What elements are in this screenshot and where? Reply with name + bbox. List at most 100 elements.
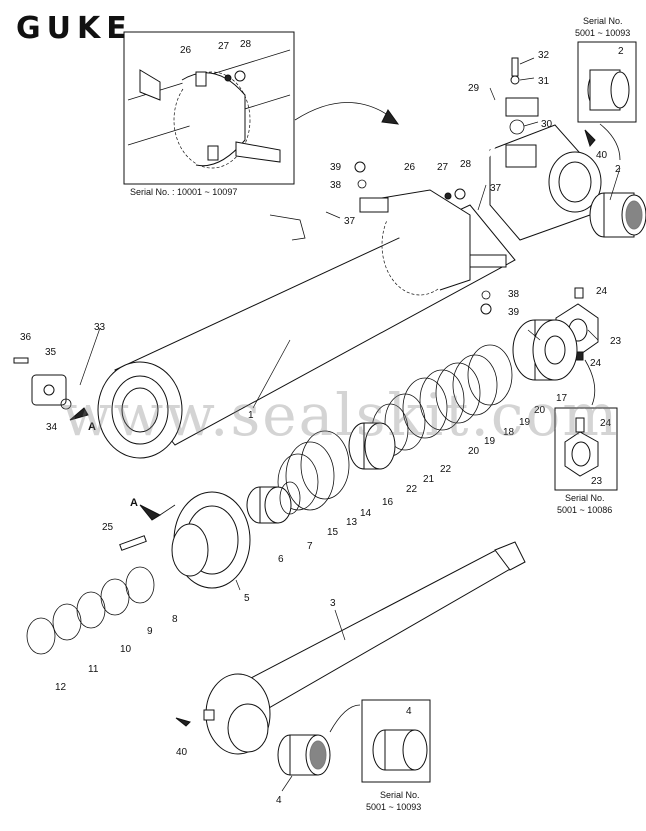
gland-seal-rings-8-12 [26, 566, 155, 655]
inset-mid-right-caption-2: 5001 ~ 10086 [557, 505, 612, 515]
callout-c29: 29 [468, 83, 480, 94]
callout-c26: 26 [404, 162, 416, 173]
inset-label-27: 27 [218, 41, 230, 52]
callout-c37a: 37 [344, 216, 356, 227]
bolt-32 [511, 57, 519, 77]
inset-top-right-arrow [599, 123, 621, 161]
nut-39-top [354, 161, 366, 173]
inset-mid-right-arrow [584, 359, 596, 406]
callout-c20a: 20 [468, 446, 480, 457]
part-callouts: 1234567891011121314151617181919202021222… [20, 50, 622, 806]
inset-mid-right-label-23: 23 [591, 476, 603, 487]
view-arrow-a-lower [139, 504, 162, 521]
callout-c40b: 40 [176, 747, 188, 758]
bushing-4 [277, 734, 331, 776]
callout-c11: 11 [88, 664, 99, 675]
inset-label-26: 26 [180, 45, 192, 56]
inset-mid-right-caption-1: Serial No. [565, 493, 605, 503]
flange-bolt [13, 357, 29, 364]
inset-clamp-caption: Serial No. : 10001 ~ 10097 [130, 187, 237, 197]
callout-c13: 13 [346, 517, 358, 528]
inset-top-right-caption-1: Serial No. [583, 16, 623, 26]
watermark: www.sealskit.com [62, 381, 620, 449]
o-ring-34 [60, 398, 72, 410]
rod-gland-5 [159, 491, 251, 589]
piston-rod-3 [203, 541, 526, 755]
callout-c32: 32 [538, 50, 550, 61]
callout-c23: 23 [610, 336, 622, 347]
nut-39-bottom [480, 303, 492, 315]
inset-mid-right-label-24: 24 [600, 418, 612, 429]
piston-rings-18-19-20 [402, 344, 513, 439]
callout-c16: 16 [382, 497, 394, 508]
callout-c15: 15 [327, 527, 339, 538]
inset-pointer-arrow [294, 102, 396, 121]
callout-c28: 28 [460, 159, 472, 170]
callout-c8: 8 [172, 614, 178, 625]
clamp [369, 189, 471, 291]
rod-seal-rings-13-14-15 [277, 430, 350, 511]
callout-c27: 27 [437, 162, 449, 173]
view-arrow-a-upper [69, 407, 89, 421]
grease-nipple-40-bottom [175, 717, 191, 727]
brand-logo: GUKE [16, 11, 133, 46]
callout-c9: 9 [147, 626, 153, 637]
washer-31 [510, 75, 520, 85]
inset-bushing-bottom: Serial No. 5001 ~ 10093 [361, 699, 431, 812]
callout-c31: 31 [538, 76, 550, 87]
callout-c2a: 2 [615, 164, 621, 175]
callout-c7: 7 [307, 541, 313, 552]
callout-c35: 35 [45, 347, 57, 358]
inset-bottom-label-4: 4 [406, 706, 412, 717]
callout-c38b: 38 [508, 289, 520, 300]
view-marker-lower: A [130, 497, 138, 509]
callout-c12: 12 [55, 682, 67, 693]
bushing-2 [589, 192, 646, 238]
callout-c40a: 40 [596, 150, 608, 161]
callout-c1: 1 [248, 410, 254, 421]
bushing-6-7 [246, 481, 301, 524]
inset-bottom-caption-1: Serial No. [380, 790, 420, 800]
callout-c22b: 22 [440, 464, 452, 475]
callout-c39b: 39 [508, 307, 520, 318]
callout-c24b: 24 [590, 358, 602, 369]
inset-bushing-top-right: Serial No. 5001 ~ 10093 [575, 16, 637, 123]
inset-top-left-labels: 26 27 28 [180, 39, 252, 56]
callout-c10: 10 [120, 644, 132, 655]
callout-c36: 36 [20, 332, 32, 343]
grease-nipple-40-top [584, 129, 596, 148]
callout-c38a: 38 [330, 180, 342, 191]
callout-c34: 34 [46, 422, 58, 433]
leader-lines [79, 57, 621, 792]
inset-top-right-label-2: 2 [618, 46, 624, 57]
callout-c33: 33 [94, 322, 106, 333]
cylinder-tube [97, 204, 516, 459]
rod-seal-rings-21-22 [348, 393, 426, 470]
bolt-25 [119, 535, 147, 551]
washer-38-bottom [481, 290, 491, 300]
callout-c6: 6 [278, 554, 284, 565]
piston-17 [512, 319, 578, 381]
inset-pointer-arrowhead [381, 109, 400, 125]
callout-c14: 14 [360, 508, 372, 519]
inset-top-right-caption-2: 5001 ~ 10093 [575, 28, 630, 38]
callout-c30: 30 [541, 119, 553, 130]
callout-c19a: 19 [484, 436, 496, 447]
inset-bottom-caption-2: 5001 ~ 10093 [366, 802, 421, 812]
callout-c19b: 19 [519, 417, 531, 428]
callout-c37b: 37 [490, 183, 502, 194]
inset-clamp-detail: Serial No. : 10001 ~ 10097 [123, 31, 295, 197]
callout-c3: 3 [330, 598, 336, 609]
inset-bottom-arrow [329, 704, 361, 733]
callout-c20b: 20 [534, 405, 546, 416]
view-marker-upper: A [88, 421, 96, 433]
callout-c4: 4 [276, 795, 282, 806]
head-trunnion [489, 97, 602, 241]
callout-c17: 17 [556, 393, 568, 404]
callout-c25: 25 [102, 522, 114, 533]
callout-c18: 18 [503, 427, 515, 438]
inset-nut-mid-right: Serial No. 5001 ~ 10086 [554, 407, 618, 515]
callout-c21: 21 [423, 474, 435, 485]
washer-38-top [357, 179, 367, 189]
